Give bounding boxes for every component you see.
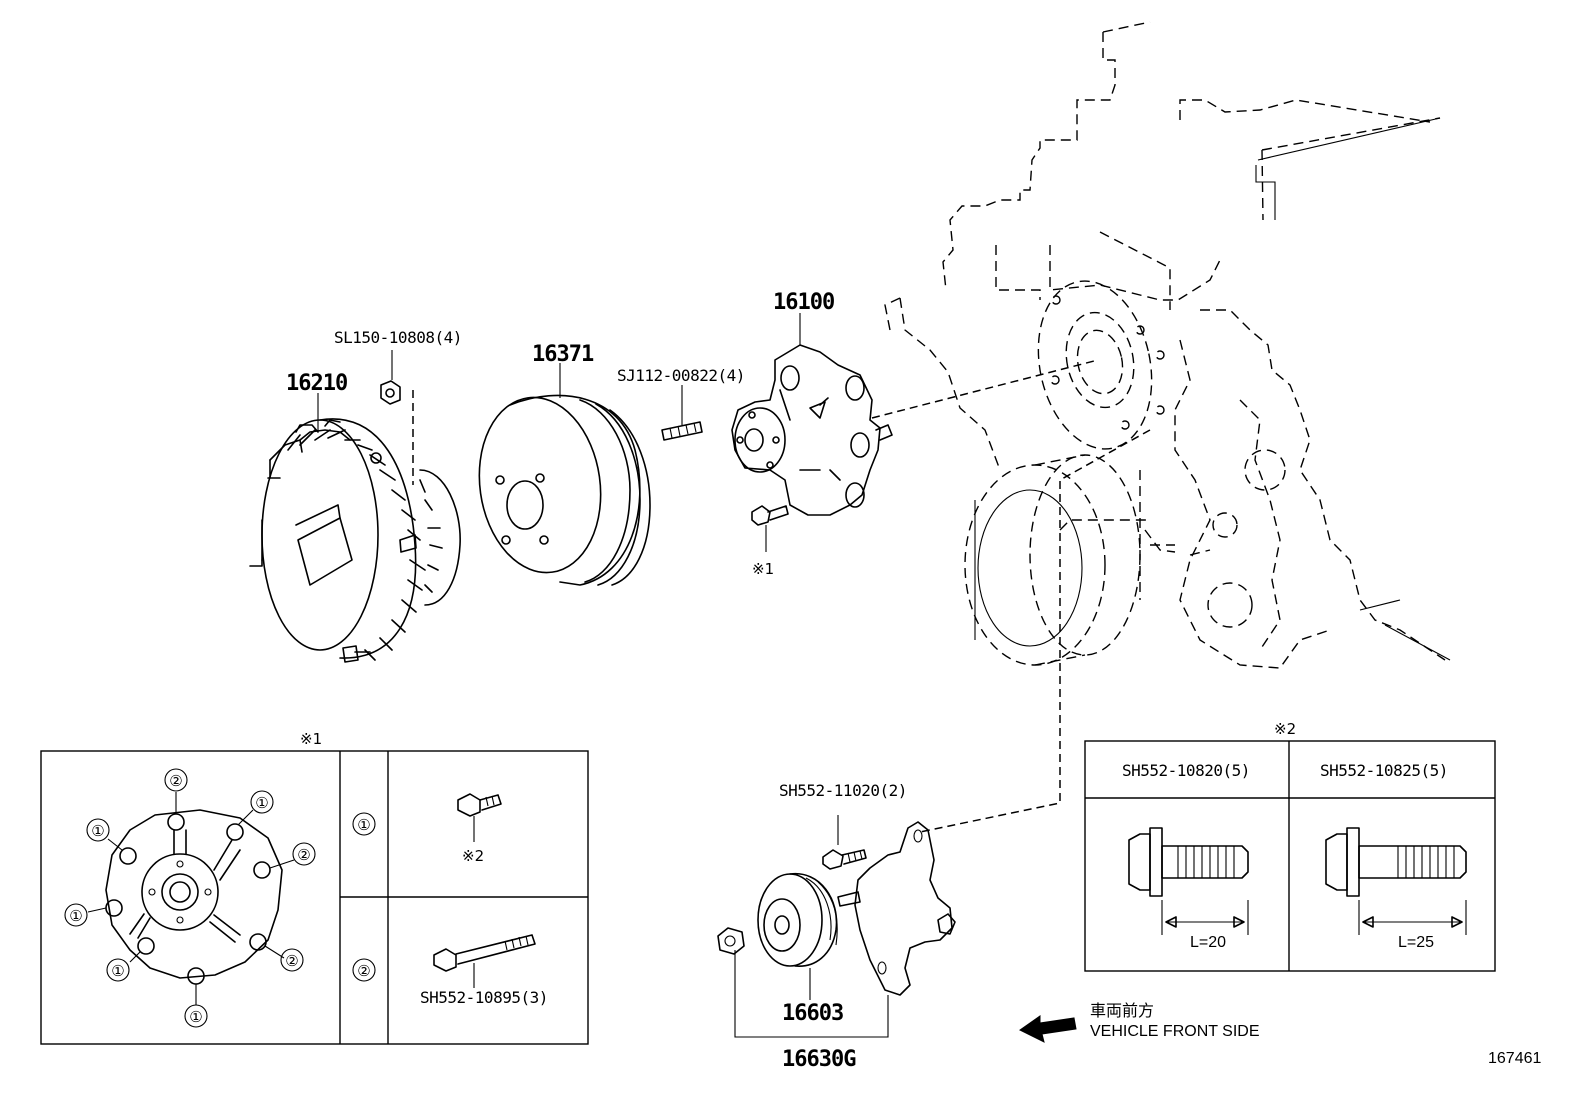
idler-bracket-drawing	[717, 815, 956, 1038]
table2-col2-part: SH552-10825(5)	[1320, 761, 1448, 780]
engine-block-outline	[884, 21, 1451, 669]
bolt-l25-icon	[1325, 827, 1467, 935]
label-16603: 16603	[782, 1001, 843, 1026]
table1-row1-ref: ※2	[462, 847, 484, 865]
callout-0: ②	[169, 772, 182, 790]
front-note-en: VEHICLE FRONT SIDE	[1090, 1023, 1260, 1040]
table1-row1-num: ①	[357, 816, 370, 834]
pump-bolt	[751, 505, 789, 552]
callout-7: ①	[91, 822, 104, 840]
label-sh552-11020: SH552-11020(2)	[779, 781, 907, 800]
label-sj112: SJ112-00822(4)	[617, 366, 745, 385]
illustration-id: 167461	[1488, 1050, 1541, 1067]
water-pump-drawing	[731, 344, 893, 516]
label-sl150: SL150-10808(4)	[334, 328, 462, 347]
label-16630g: 16630G	[782, 1047, 856, 1072]
stud-sj112	[661, 421, 703, 441]
nut-sl150	[380, 380, 401, 405]
callout-2: ②	[297, 846, 310, 864]
bolt-l20-icon	[1128, 827, 1249, 935]
front-direction-arrow	[1019, 1015, 1077, 1043]
table2-col2-length: L=25	[1398, 934, 1434, 951]
callout-1: ①	[255, 794, 268, 812]
callout-3: ②	[285, 952, 298, 970]
table2-ref: ※2	[1274, 720, 1296, 738]
row1-bolt-icon	[457, 793, 502, 842]
fan-pulley-drawing	[478, 394, 651, 586]
label-16371: 16371	[532, 342, 594, 367]
bolt-length-table: ※2 SH552-10820(5) SH552-10825(5) L=20 L=…	[1084, 720, 1496, 972]
callout-4: ①	[189, 1008, 202, 1026]
fan-clutch-drawing	[249, 418, 461, 663]
table1-row2-part: SH552-10895(3)	[420, 988, 548, 1007]
bolt-position-table: ※1	[40, 730, 589, 1045]
front-note-jp: 車両前方	[1090, 1002, 1154, 1020]
ref-mark-1: ※1	[752, 560, 774, 578]
row2-bolt-icon	[433, 934, 536, 988]
table1-ref: ※1	[300, 730, 322, 748]
table2-col1-part: SH552-10820(5)	[1122, 761, 1250, 780]
label-16210: 16210	[286, 371, 347, 396]
table2-col1-length: L=20	[1190, 934, 1226, 951]
callout-6: ①	[69, 907, 82, 925]
alignment-lines	[412, 359, 1151, 833]
table1-row2-num: ②	[357, 962, 370, 980]
pump-face-diagram	[64, 768, 316, 1028]
leader-lines	[317, 313, 801, 432]
label-16100: 16100	[773, 290, 834, 315]
callout-5: ①	[111, 962, 124, 980]
